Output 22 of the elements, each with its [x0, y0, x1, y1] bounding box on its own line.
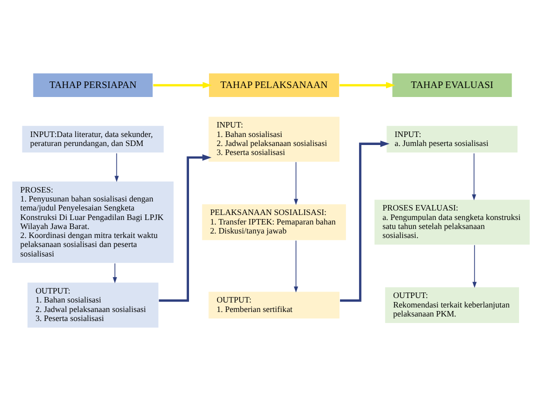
node-box: TAHAP EVALUASI — [392, 72, 513, 98]
arrow — [112, 263, 118, 284]
node-box: OUTPUT: 1. Bahan sosialisasi 2. Jadwal pelaksanaan sosialisasi 3. Peserta sosialisasi — [26, 282, 160, 328]
arrow — [294, 162, 298, 205]
arrow — [158, 154, 212, 302]
node-box: INPUT:Data literatur, data sekunder, peraturan perundangan, dan SDM — [21, 125, 164, 154]
arrow — [294, 240, 298, 293]
node-box: OUTPUT: 1. Pemberian sertifikat — [208, 291, 340, 320]
node-box: TAHAP PERSIAPAN — [32, 72, 154, 98]
node-box: INPUT: 1. Bahan sosialisasi 2. Jadwal pelaksanaan sosialisasi 3. Peserta sosialisasi — [208, 116, 340, 162]
arrow — [340, 140, 390, 302]
node-box: PROSES: 1. Penyusunan bahan sosialisasi dengan tema/judul Penyelesaian Sengketa Konstruksi Di Luar Pengadilan Bagi LPJK Wilayah Jawa Barat. 2. Koordinasi dengan mitra terkait waktu pelaksanaan sosialisasi dan peserta sosialisasi — [12, 180, 174, 264]
node-box: TAHAP PELAKSANAAN — [208, 72, 340, 98]
node-box: OUTPUT: Rekomendasi terkait keberlanjutan pelaksanaan PKM. — [384, 286, 520, 324]
node-box: INPUT: a. Jumlah peserta sosialisasi — [386, 125, 518, 154]
arrow — [340, 82, 396, 88]
node-box: PELAKSANAAN SOSIALISASI: 1. Transfer IPTEK: Pemaparan bahan 2. Diskusi/tanya jawab — [201, 204, 347, 241]
arrow — [114, 152, 119, 182]
arrow — [472, 244, 477, 288]
node-box: PROSES EVALUASI: a. Pengumpulan data sengketa konstruksi satu tahun setelah pelaksanaan sosialisasi. — [374, 198, 530, 246]
arrow — [472, 152, 476, 200]
arrow — [153, 82, 212, 88]
